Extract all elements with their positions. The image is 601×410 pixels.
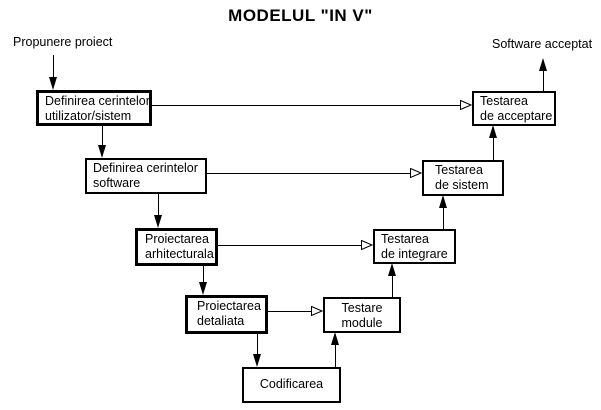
connector-line [257,334,258,355]
box-text-line: de integrare [381,247,448,261]
box-text-line: Definirea cerintelor [45,94,150,108]
box-testare-module: Testare module [323,297,401,333]
filled-arrow-down-icon [98,145,106,158]
box-proiectarea-arhitecturala: Proiectarea arhitecturala [135,228,218,266]
box-text-line: arhitecturala [145,247,214,261]
connector-line [443,208,444,229]
box-text-line: Testarea [435,163,483,177]
box-testarea-de-acceptare: Testarea de acceptare [472,91,556,126]
label-propunere-proiect: Propunere proiect [13,35,113,49]
box-definirea-cerintelor-software: Definirea cerintelor software [85,158,207,194]
box-testarea-de-integrare: Testarea de integrare [373,229,456,264]
filled-arrow-down-icon [199,282,207,295]
connector-line [267,311,312,312]
box-text-line: software [93,176,141,190]
connector-line [102,126,103,146]
open-arrow-right-icon [460,100,472,110]
box-text-line: Definirea cerintelor [93,161,198,175]
connector-line [543,71,544,91]
filled-arrow-up-icon [388,263,396,276]
connector-line [203,266,204,283]
box-text-line: Testarea [480,94,528,108]
connector-line [335,345,336,367]
filled-arrow-up-icon [439,195,447,208]
box-text-line: Testarea [381,232,429,246]
box-text-line: module [341,316,383,330]
connector-line [493,138,494,160]
connector-line [207,173,411,174]
diagram-title: MODELUL "IN V" [228,6,373,25]
box-proiectarea-detaliata: Proiectarea detaliata [185,295,268,334]
connector-line [392,276,393,297]
filled-arrow-up-icon [331,332,339,345]
connector-line [53,55,54,78]
filled-arrow-up-icon [539,58,547,71]
box-text-line: Codificarea [259,377,324,391]
filled-arrow-up-icon [489,125,497,138]
connector-line [217,245,362,246]
box-text-line: de acceptare [480,109,553,123]
open-arrow-right-icon [410,168,422,178]
box-text-line: Proiectarea [145,232,209,246]
label-software-acceptat: Software acceptat [492,37,593,51]
filled-arrow-down-icon [253,354,261,367]
open-arrow-right-icon [311,306,323,316]
connector-line [158,194,159,216]
open-arrow-right-icon [361,240,373,250]
box-testarea-de-sistem: Testarea de sistem [422,160,504,196]
filled-arrow-down-icon [49,77,57,90]
box-text-line: Proiectarea [197,299,261,313]
box-definirea-cerintelor-utilizator-sistem: Definirea cerintelor utilizator/sistem [36,90,152,126]
box-text-line: Testare [341,301,383,315]
box-text-line: utilizator/sistem [45,109,132,123]
box-codificarea: Codificarea [242,367,341,403]
filled-arrow-down-icon [154,215,162,228]
box-text-line: de sistem [435,178,489,192]
connector-line [151,105,461,106]
box-text-line: detaliata [197,314,245,328]
